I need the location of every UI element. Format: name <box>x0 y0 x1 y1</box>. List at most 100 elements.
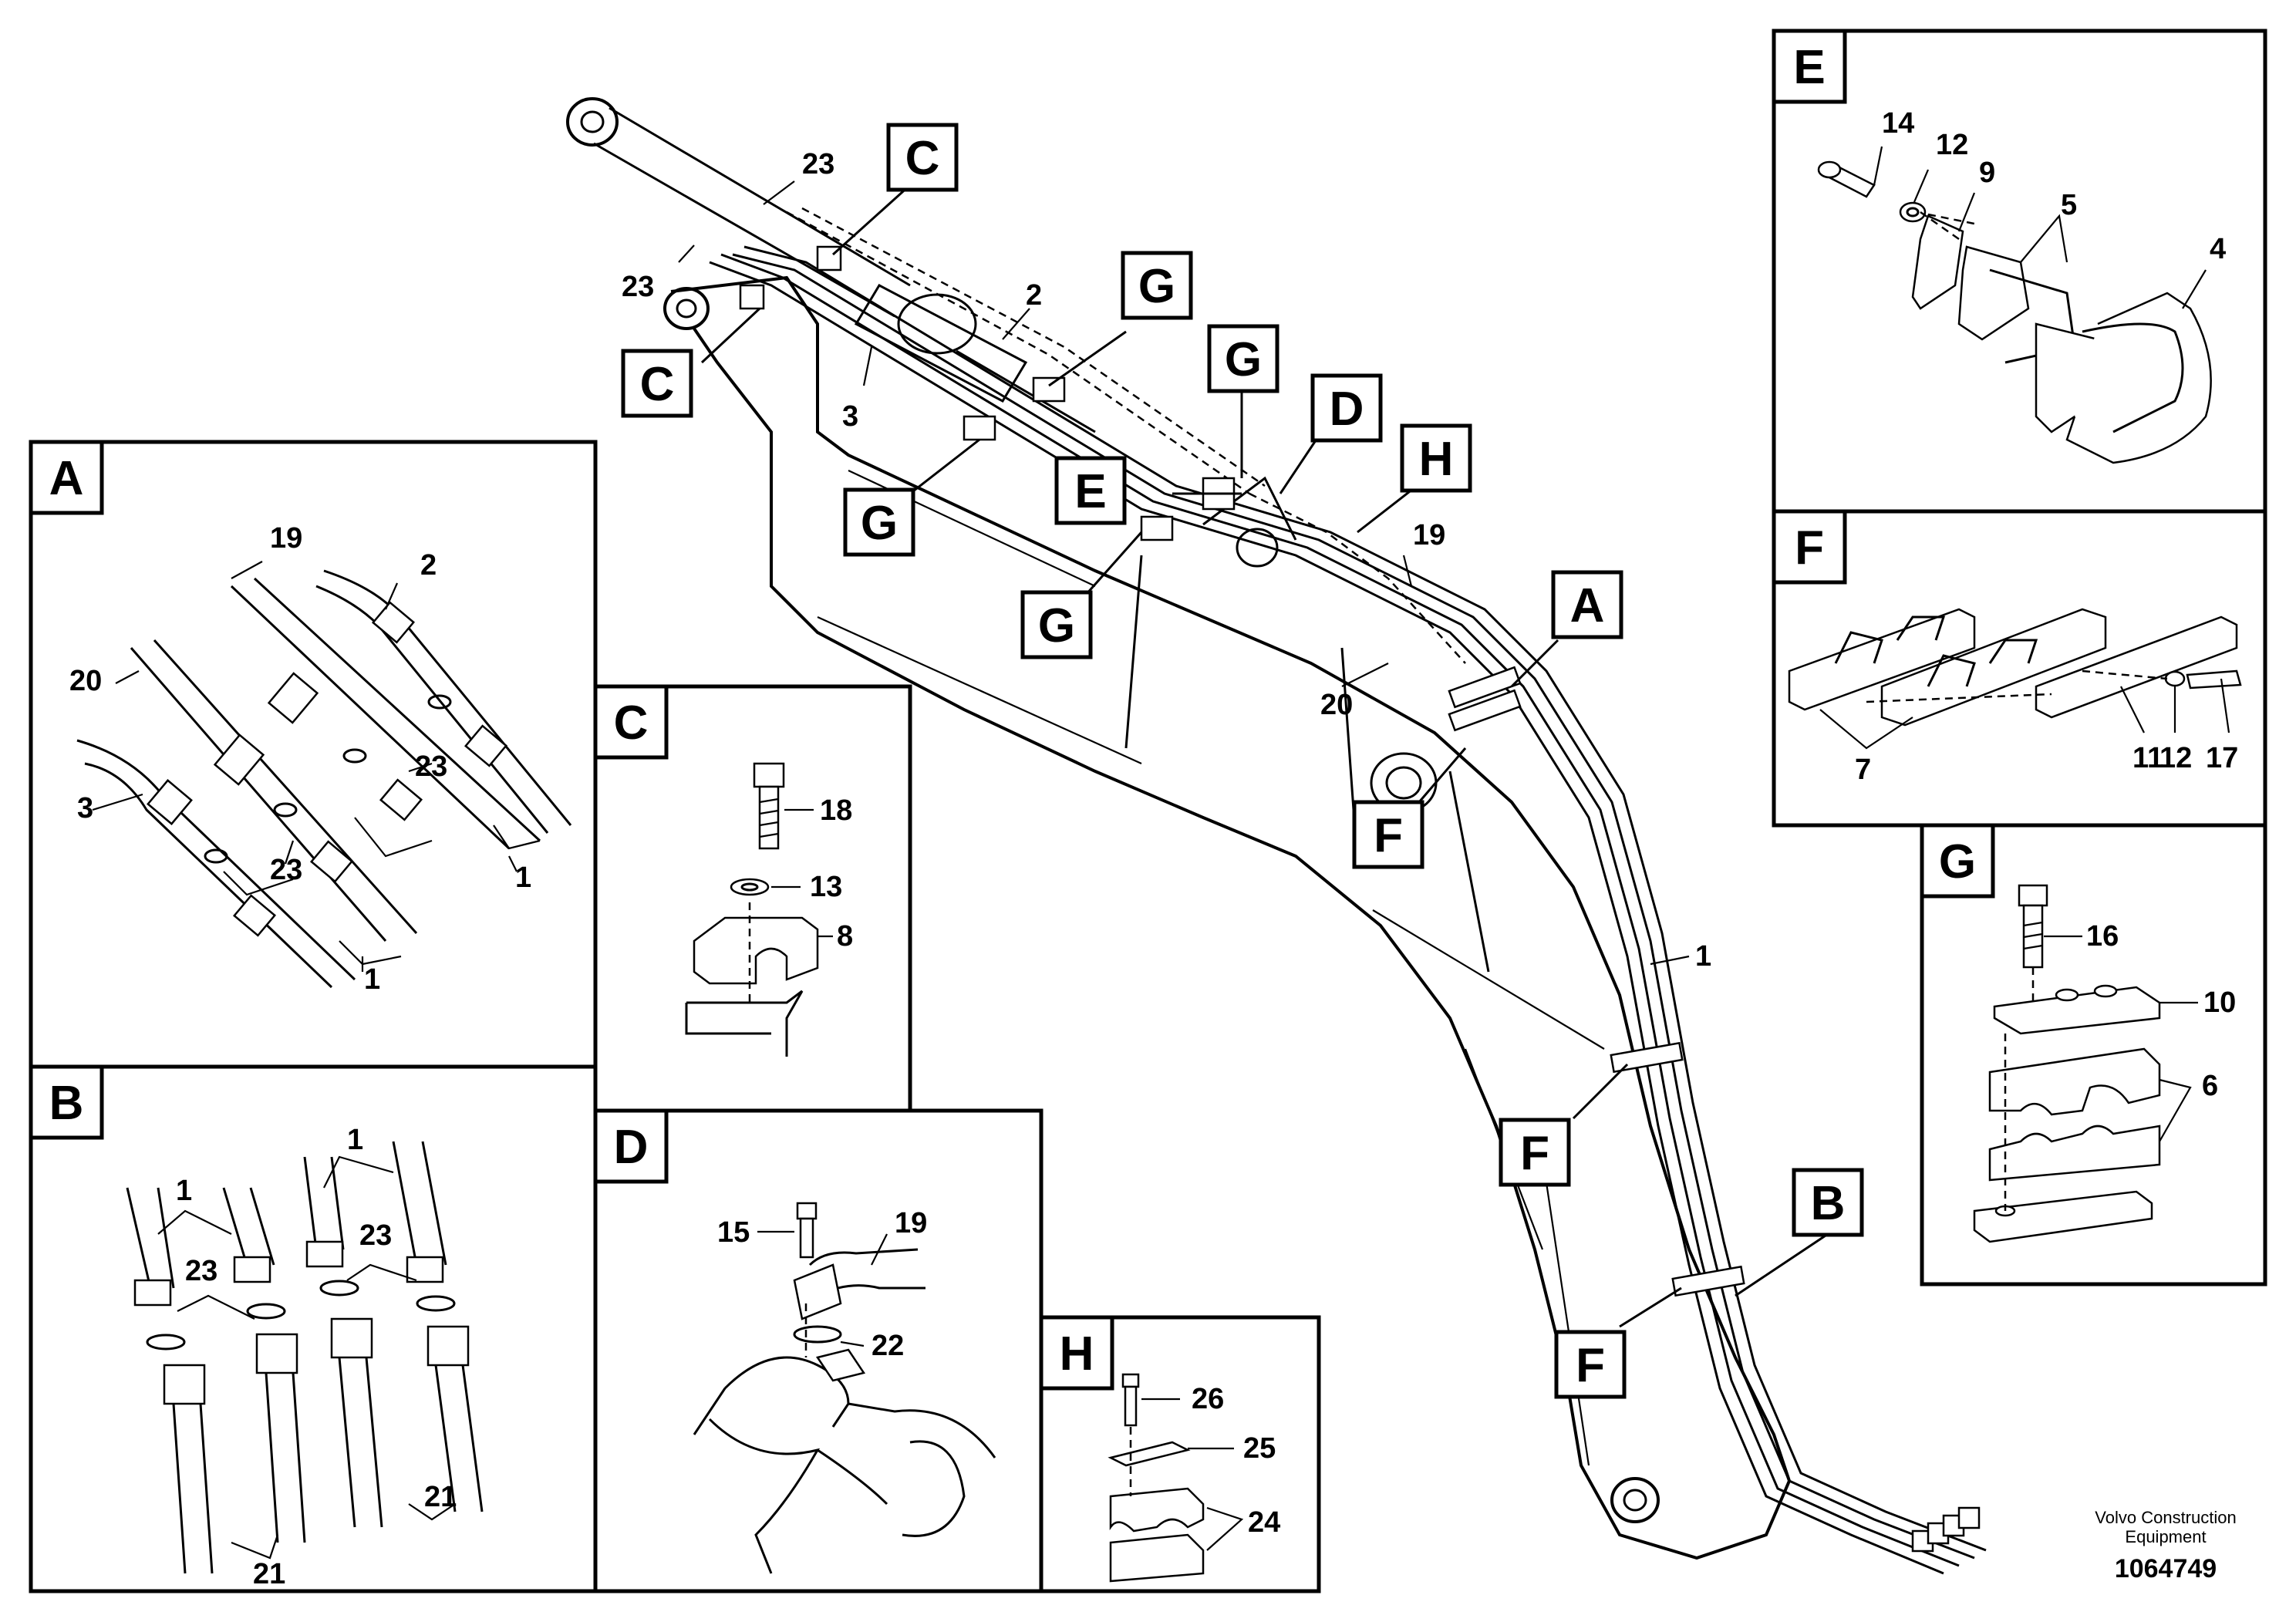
panel-e-label-5: 5 <box>2061 189 2077 221</box>
panel-a-title: A <box>49 452 84 505</box>
callout-19: 19 <box>1413 519 1445 551</box>
panel-e-label-4: 4 <box>2210 233 2226 265</box>
tag-d: D <box>1310 373 1383 443</box>
panel-g-label-16: 16 <box>2086 920 2119 953</box>
callout-20: 20 <box>1320 689 1353 721</box>
panel-a-label-19: 19 <box>270 522 302 555</box>
callout-23-top: 23 <box>802 148 834 180</box>
panel-d-label-15: 15 <box>717 1216 750 1249</box>
detail-panel-e: E 14 12 9 5 4 <box>1772 29 2267 514</box>
panel-d-label-22: 22 <box>872 1330 904 1362</box>
panel-f-label-7: 7 <box>1855 754 1871 786</box>
detail-panel-a: A 19 2 20 3 23 23 1 1 <box>29 440 598 1069</box>
panel-h-clamp <box>1108 1373 1205 1583</box>
tag-f1: F <box>1352 800 1424 869</box>
panel-b-label-21b: 21 <box>424 1481 457 1513</box>
detail-panel-d: D 15 19 22 <box>593 1108 1043 1593</box>
footer-credit: Volvo Construction Equipment 1064749 <box>2095 1508 2236 1583</box>
svg-text:F: F <box>1576 1339 1605 1392</box>
panel-g-title: G <box>1939 835 1976 889</box>
panel-f-label-11: 11 <box>2132 742 2163 774</box>
panel-f-label-12: 12 <box>2159 742 2192 774</box>
panel-e-label-9: 9 <box>1979 157 1995 189</box>
panel-a-label-2: 2 <box>420 549 437 582</box>
tag-g-left: G <box>843 487 915 557</box>
detail-panel-h: H 26 25 24 <box>1039 1315 1321 1593</box>
detail-panel-g: G 16 10 6 <box>1920 823 2267 1286</box>
panel-a-label-1b: 1 <box>364 963 380 996</box>
tag-a: A <box>1551 570 1623 639</box>
panel-d-label-19: 19 <box>895 1207 927 1239</box>
panel-b-label-23a: 23 <box>185 1255 217 1287</box>
detail-panel-c: C 18 13 8 <box>593 684 912 1113</box>
svg-text:B: B <box>1811 1177 1846 1230</box>
tag-e: E <box>1054 456 1127 525</box>
panel-g-label-6: 6 <box>2202 1070 2218 1102</box>
svg-text:G: G <box>1038 599 1075 653</box>
panel-b-hoses <box>126 1141 484 1574</box>
panel-e-title: E <box>1793 41 1825 94</box>
panel-a-label-23a: 23 <box>415 750 447 783</box>
panel-b-label-21a: 21 <box>253 1558 285 1590</box>
panel-h-label-26: 26 <box>1192 1383 1224 1415</box>
panel-b-label-23b: 23 <box>359 1219 392 1252</box>
detail-panel-b: B 1 1 23 23 <box>29 1064 598 1593</box>
tag-b: B <box>1792 1168 1864 1237</box>
svg-text:E: E <box>1074 465 1106 518</box>
svg-text:A: A <box>1570 579 1605 632</box>
panel-a-hoses <box>76 561 572 989</box>
svg-text:G: G <box>861 497 898 550</box>
svg-text:F: F <box>1374 809 1403 862</box>
tag-g-low: G <box>1020 590 1093 659</box>
panel-d-bracket <box>693 1202 996 1574</box>
panel-g-label-10: 10 <box>2203 986 2236 1019</box>
credit-line-2: Equipment <box>2125 1527 2206 1546</box>
panel-b-label-1a: 1 <box>176 1175 192 1207</box>
panel-a-label-1a: 1 <box>515 862 531 894</box>
panel-d-title: D <box>614 1121 649 1174</box>
panel-e-label-12: 12 <box>1936 129 1968 161</box>
svg-text:D: D <box>1330 383 1364 436</box>
panel-g-clamp <box>1973 884 2161 1243</box>
callout-3: 3 <box>842 400 858 433</box>
tag-h: H <box>1400 423 1472 493</box>
svg-text:H: H <box>1419 433 1454 486</box>
panel-f-label-17: 17 <box>2206 742 2238 774</box>
callout-23-left: 23 <box>622 271 654 303</box>
svg-text:C: C <box>905 132 940 185</box>
panel-c-title: C <box>614 696 649 750</box>
panel-b-label-1b: 1 <box>347 1124 363 1156</box>
panel-h-label-24: 24 <box>1248 1506 1280 1539</box>
svg-text:F: F <box>1520 1127 1549 1180</box>
panel-a-label-3: 3 <box>77 792 93 824</box>
callout-2: 2 <box>1026 279 1042 312</box>
panel-b-title: B <box>49 1077 84 1130</box>
boom-assembly-drawing: 23 23 2 3 19 20 1 C C G G G G <box>566 97 1987 1575</box>
panel-a-label-20: 20 <box>69 665 102 697</box>
panel-c-label-8: 8 <box>837 920 853 953</box>
panel-c-label-18: 18 <box>820 794 852 827</box>
panel-e-label-14: 14 <box>1882 107 1914 140</box>
panel-h-label-25: 25 <box>1243 1432 1276 1465</box>
document-number: 1064749 <box>2115 1554 2217 1583</box>
callout-1: 1 <box>1695 940 1711 973</box>
tag-f3: F <box>1554 1330 1627 1399</box>
credit-line-1: Volvo Construction <box>2095 1508 2236 1527</box>
panel-f-clamp-bar <box>1788 608 2242 727</box>
tag-f2: F <box>1499 1118 1571 1187</box>
tag-c-top: C <box>886 123 959 192</box>
detail-panel-f: F 7 11 12 17 <box>1772 509 2267 828</box>
panel-h-title: H <box>1060 1327 1094 1381</box>
main-leaders <box>678 180 1690 966</box>
panel-f-title: F <box>1795 521 1824 575</box>
tag-g-mid: G <box>1207 324 1279 393</box>
panel-c-clamp <box>685 762 819 1057</box>
svg-text:G: G <box>1225 333 1262 386</box>
panel-c-label-13: 13 <box>810 871 842 903</box>
tag-leaders <box>700 184 1829 1328</box>
svg-text:C: C <box>640 358 675 411</box>
tag-g-top: G <box>1121 251 1193 320</box>
svg-text:G: G <box>1138 260 1175 313</box>
panel-e-band-clamp <box>1817 160 2212 464</box>
